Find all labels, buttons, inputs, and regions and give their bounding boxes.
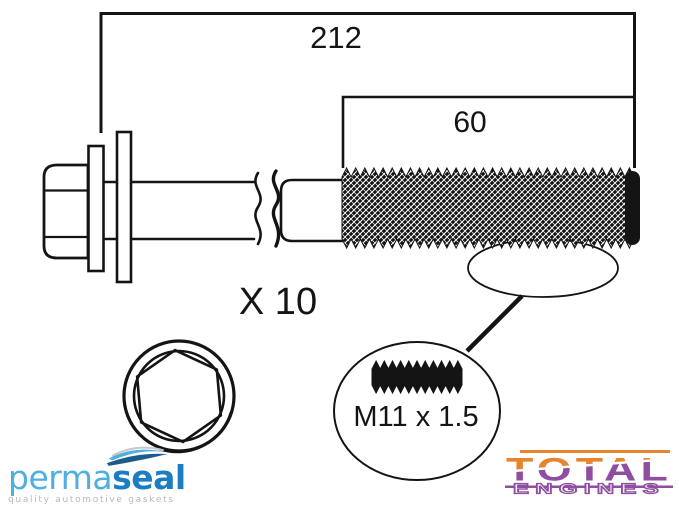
permaseal-logo: permaseal quality automotive gaskets <box>8 440 198 505</box>
thread-spec-label: M11 x 1.5 <box>353 401 478 433</box>
permaseal-tagline: quality automotive gaskets <box>8 495 175 505</box>
dimension-60-label: 60 <box>453 106 486 139</box>
quantity-label: X 10 <box>239 281 317 323</box>
washer <box>115 130 133 284</box>
engines-wordmark: ENGINES <box>513 481 665 498</box>
bolt-side-view <box>42 130 345 284</box>
shank-segment-2 <box>279 178 345 243</box>
shank-break-curve-left <box>254 171 262 246</box>
hex-head-end-view <box>122 339 236 454</box>
dimension-212-label: 212 <box>310 20 362 55</box>
total-wordmark: TOTAL <box>506 452 672 488</box>
permaseal-wordmark-bold: seal <box>112 458 186 497</box>
dimension-212-line <box>99 12 636 168</box>
thread-highlight-ellipse <box>467 238 619 298</box>
permaseal-wordmark-light: perma <box>8 458 113 497</box>
head-flange <box>87 144 105 273</box>
hex-head <box>42 163 90 260</box>
permaseal-swoosh-icon <box>106 446 168 466</box>
end-view-outer-circle <box>122 339 236 453</box>
callout-thread-detail <box>371 359 463 395</box>
permaseal-wordmark: permaseal <box>8 461 198 494</box>
total-engines-logo: TOTAL ENGINES <box>505 450 673 498</box>
end-view-inner-circle <box>132 349 226 443</box>
thread-section <box>341 166 635 250</box>
total-rule-bottom <box>505 485 673 488</box>
end-view-hexagon <box>135 348 223 444</box>
callout-leader-line <box>465 294 524 353</box>
shank-break-curve-right <box>271 169 281 248</box>
thread-end-cap <box>625 171 640 245</box>
dimension-60-line <box>341 95 635 168</box>
end-view-sketch-arc <box>158 411 233 454</box>
total-rule-top <box>520 450 670 453</box>
